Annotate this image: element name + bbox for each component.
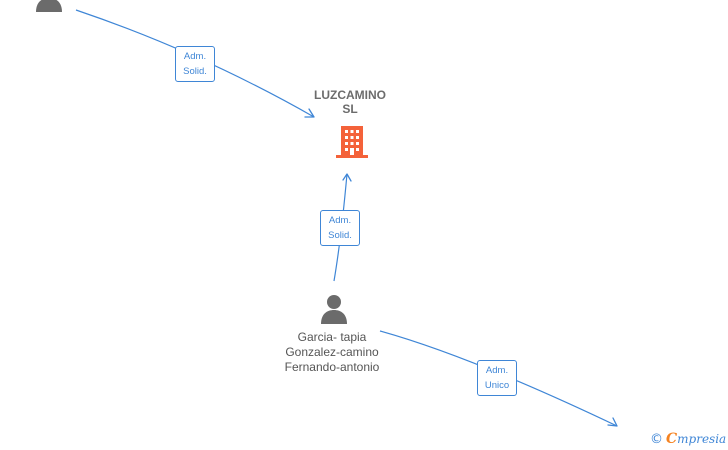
edge-label-line2: Unico bbox=[484, 380, 510, 391]
company-name-line1: LUZCAMINO bbox=[314, 88, 386, 102]
person-name-line3: Fernando-antonio bbox=[284, 360, 380, 374]
empresia-watermark: © C mpresia bbox=[650, 430, 726, 448]
edge-label-line1: Adm. bbox=[485, 365, 509, 376]
edge-label-line1: Adm. bbox=[183, 51, 207, 62]
edge-person-to-company-arrowhead bbox=[342, 173, 352, 182]
company-name[interactable]: LUZCAMINO SL bbox=[300, 88, 400, 116]
edge-label-person-to-bottom: Adm. Unico bbox=[477, 360, 517, 396]
edge-label-line1: Adm. bbox=[328, 215, 352, 226]
edge-label-line2: Solid. bbox=[183, 66, 207, 77]
person-name-line2: Gonzalez-camino bbox=[285, 345, 379, 359]
brand-initial: C bbox=[666, 431, 678, 447]
copyright-symbol: © bbox=[650, 431, 663, 447]
top-person-icon[interactable] bbox=[34, 0, 64, 12]
person-name-line1: Garcia- tapia bbox=[297, 330, 367, 344]
edge-label-line2: Solid. bbox=[328, 230, 352, 241]
person-name[interactable]: Garcia- tapia Gonzalez-camino Fernando-a… bbox=[256, 330, 408, 375]
person-icon[interactable] bbox=[319, 294, 349, 324]
edge-top-to-company-arrowhead bbox=[304, 108, 315, 118]
edge-person-to-bottom-arrowhead bbox=[607, 417, 618, 427]
building-icon[interactable] bbox=[336, 124, 368, 158]
edge-label-person-to-company: Adm. Solid. bbox=[320, 210, 360, 246]
edge-label-top-to-company: Adm. Solid. bbox=[175, 46, 215, 82]
brand-name: mpresia bbox=[677, 432, 727, 446]
company-name-line2: SL bbox=[342, 102, 358, 116]
